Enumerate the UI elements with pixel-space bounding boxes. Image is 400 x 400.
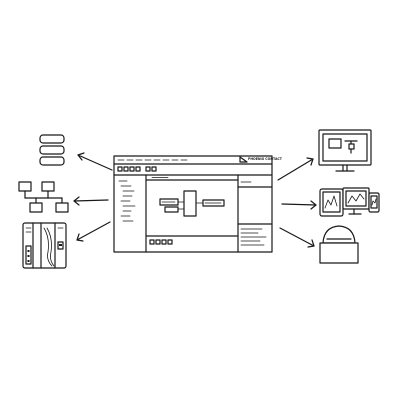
toolbar-button[interactable]	[117, 166, 123, 172]
arrows	[73, 152, 317, 248]
footer-button[interactable]	[167, 239, 173, 245]
footer-button[interactable]	[149, 239, 155, 245]
multi-device-hmi-icon	[319, 187, 380, 217]
function-block[interactable]	[183, 190, 197, 217]
control-cabinet-icon	[22, 222, 67, 269]
toolbar-button[interactable]	[123, 166, 129, 172]
network-computers-icon	[18, 181, 69, 213]
arrow-to-signal-light	[279, 227, 315, 248]
arrow-to-network	[73, 196, 109, 206]
toolbar-button[interactable]	[129, 166, 135, 172]
properties-panel	[237, 181, 273, 246]
software-window: PHOENIX CONTACT	[113, 155, 283, 253]
toolbar-button[interactable]	[135, 166, 141, 172]
database-stack-icon	[39, 134, 65, 166]
desktop-monitor-icon	[318, 129, 372, 172]
toolbar-buttons	[117, 166, 157, 172]
function-block-diagram	[159, 190, 225, 217]
signal-light-box-icon	[319, 225, 359, 264]
arrow-to-monitor	[277, 157, 314, 181]
brand-logo: PHOENIX CONTACT	[239, 156, 283, 163]
input-block-2[interactable]	[164, 206, 179, 213]
editor-footer-buttons	[149, 239, 173, 245]
toolbar-button[interactable]	[151, 166, 157, 172]
arrow-to-database	[77, 152, 113, 171]
footer-button[interactable]	[155, 239, 161, 245]
footer-button[interactable]	[161, 239, 167, 245]
brand-logo-text: PHOENIX CONTACT	[248, 157, 283, 161]
arrow-to-devices	[281, 200, 317, 210]
toolbar-button[interactable]	[145, 166, 151, 172]
project-tree	[118, 180, 136, 222]
arrow-to-cabinet	[76, 221, 111, 242]
